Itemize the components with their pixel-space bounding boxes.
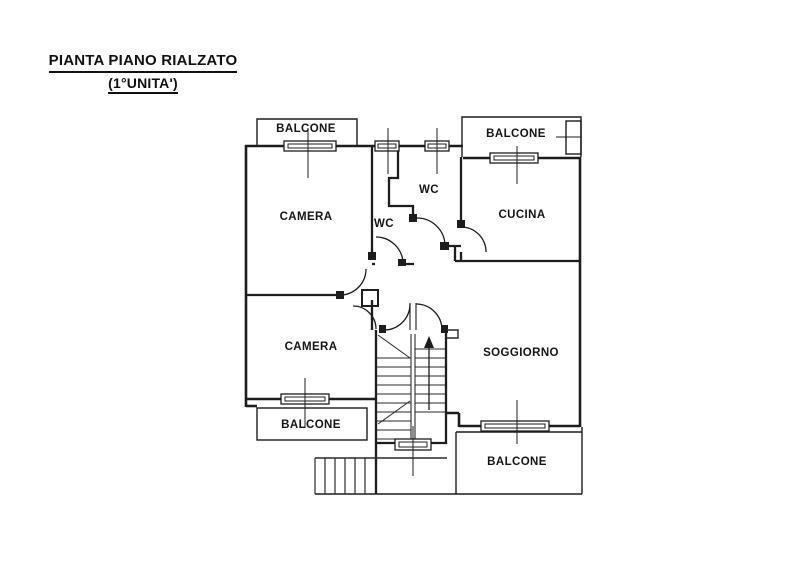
room-label-balcone-top-left: BALCONE: [276, 123, 336, 135]
room-label-balcone-bottom-right: BALCONE: [487, 456, 547, 468]
drawing-title: PIANTA PIANO RIALZATO (1°UNITA'): [40, 52, 246, 94]
door-jambs: [336, 214, 465, 333]
stair-door-leaves: [409, 303, 417, 330]
stair-door-arc-right: [415, 303, 443, 331]
door-arc-camera-bottom-left: [352, 305, 377, 330]
window-camera-top-left: [283, 128, 337, 178]
stair-door-arc-left: [383, 303, 411, 331]
room-label-camera-bottom-left: CAMERA: [285, 341, 338, 353]
window-shaft: [374, 128, 400, 174]
door-arcs: [339, 217, 487, 331]
room-label-soggiorno: SOGGIORNO: [483, 347, 559, 359]
room-label-wc-upper: WC: [419, 184, 439, 196]
staircase: [377, 329, 459, 442]
room-label-cucina: CUCINA: [498, 209, 545, 221]
drawing-title-line2: (1°UNITA'): [108, 75, 178, 94]
balconies: [256, 116, 583, 495]
windows: [280, 128, 550, 476]
stair-cut-line: [377, 334, 411, 359]
entrance-steps: [314, 457, 447, 494]
interior-walls: [246, 145, 580, 494]
stairwell-notch: [446, 329, 459, 339]
room-label-balcone-top-right: BALCONE: [486, 128, 546, 140]
room-label-wc-lower: WC: [374, 218, 394, 230]
room-label-balcone-bottom-left: BALCONE: [281, 419, 341, 431]
window-soggiorno: [480, 400, 550, 444]
stair-cut-line-2: [377, 400, 411, 425]
door-arc-camera-top-left: [339, 268, 367, 296]
balcony-top-left-outline: [256, 118, 358, 145]
balcony-bottom-right-outline: [455, 427, 583, 494]
balcony-bottom-left-outline: [256, 407, 368, 441]
window-camera-bottom-left: [280, 378, 330, 428]
window-stairwell: [394, 426, 432, 476]
stair-direction-arrow: [424, 336, 434, 410]
room-labels: BALCONE CAMERA WC WC BALCONE CUCINA CAME…: [276, 123, 559, 468]
exterior-walls: [244, 144, 582, 428]
window-wc: [424, 128, 450, 174]
door-arc-wc-upper: [416, 217, 446, 247]
room-label-camera-top-left: CAMERA: [280, 211, 333, 223]
drawing-title-line1: PIANTA PIANO RIALZATO: [48, 52, 238, 73]
door-arc-wc-lower: [375, 236, 404, 265]
window-cucina: [489, 146, 539, 184]
door-arc-cucina: [460, 226, 487, 253]
